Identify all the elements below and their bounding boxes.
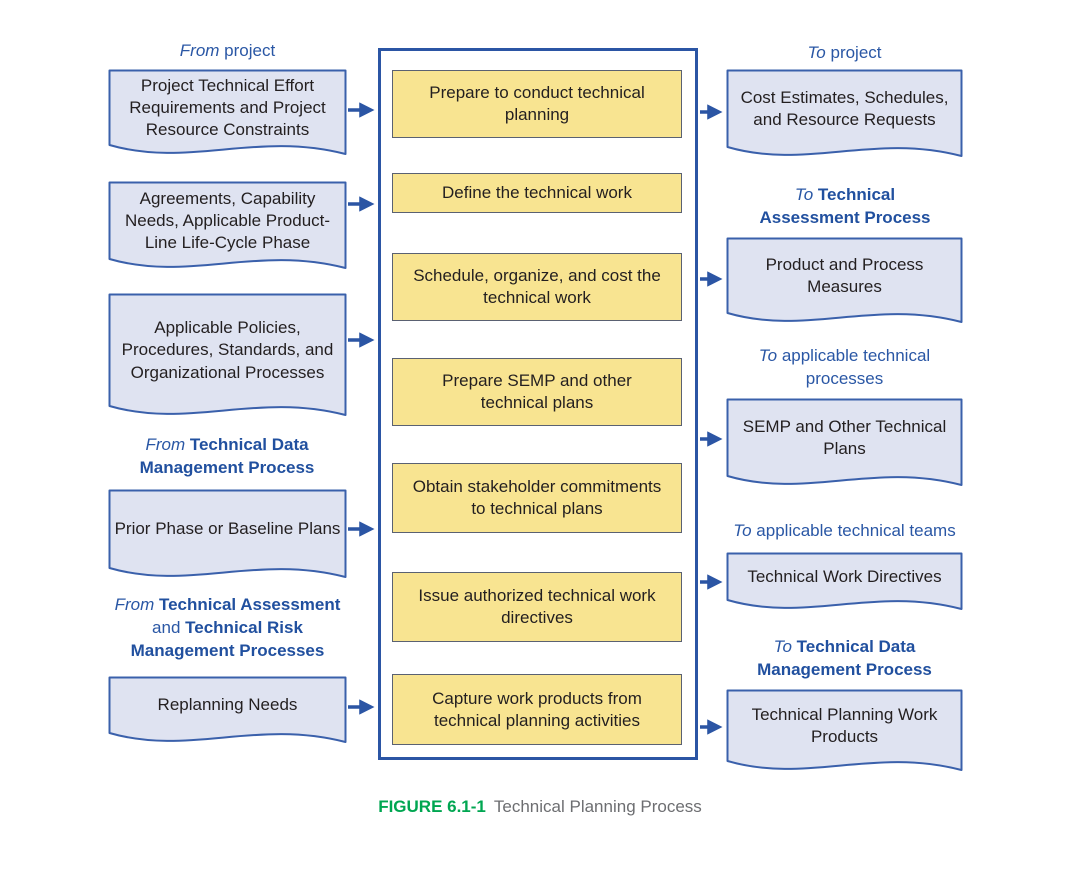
process-step-box: Issue authorized technical work directiv… <box>392 572 682 642</box>
process-step-box: Capture work products from technical pla… <box>392 674 682 745</box>
input-document-box: Applicable Policies, Procedures, Standar… <box>108 293 347 422</box>
source-label: From Technical Data Management Process <box>122 434 332 480</box>
output-arrows <box>700 104 723 735</box>
document-shape <box>108 181 347 269</box>
document-label: Prior Phase or Baseline Plans <box>114 519 341 539</box>
input-document-box: Prior Phase or Baseline Plans <box>108 489 347 584</box>
source-label: From project <box>108 40 347 63</box>
output-document-box: SEMP and Other Technical Plans <box>726 398 963 492</box>
label-segment: From <box>179 41 225 60</box>
label-segment: project <box>830 43 882 62</box>
document-label: Agreements, Capability Needs, Applicable… <box>124 188 331 253</box>
label-segment: To <box>758 346 782 365</box>
label-segment: and <box>152 617 186 637</box>
document-shape <box>108 489 347 578</box>
label-segment: project <box>224 41 276 60</box>
document-shape <box>726 552 963 610</box>
process-step-box: Prepare SEMP and other technical plans <box>392 358 682 426</box>
document-label: SEMP and Other Technical Plans <box>742 416 947 458</box>
label-segment: applicable technical processes <box>781 346 931 388</box>
document-shape <box>726 237 963 323</box>
destination-label: To Technical Assessment Process <box>750 184 940 230</box>
label-segment: Technical Assessment <box>158 595 341 614</box>
label-segment: Technical Assessment Process <box>759 185 931 227</box>
label-segment: To <box>807 43 831 62</box>
label-segment: From <box>114 595 159 614</box>
output-document-box: Product and Process Measures <box>726 237 963 329</box>
document-shape <box>726 689 963 771</box>
figure-caption-label: FIGURE 6.1-1 <box>378 797 486 816</box>
label-segment: Technical Data Management Process <box>757 637 932 679</box>
document-label: Replanning Needs <box>157 695 298 715</box>
output-document-box: Technical Planning Work Products <box>726 689 963 777</box>
document-label: Project Technical Effort Requirements an… <box>129 75 326 140</box>
destination-label: To applicable technical processes <box>726 345 963 391</box>
label-segment: applicable technical teams <box>756 521 956 540</box>
label-segment: Technical Risk Management Processes <box>130 617 325 660</box>
label-segment: To <box>794 185 818 204</box>
document-label: Cost Estimates, Schedules, and Resource … <box>740 87 949 129</box>
label-segment: To <box>733 521 757 540</box>
source-label: From Technical Assessment and Technical … <box>110 594 345 663</box>
process-step-box: Schedule, organize, and cost the technic… <box>392 253 682 321</box>
process-step-box: Obtain stakeholder commitments to techni… <box>392 463 682 533</box>
destination-label: To project <box>726 42 963 65</box>
input-arrows <box>348 102 375 715</box>
output-document-box: Cost Estimates, Schedules, and Resource … <box>726 69 963 163</box>
destination-label: To applicable technical teams <box>706 520 983 543</box>
output-document-box: Technical Work Directives <box>726 552 963 616</box>
input-document-box: Project Technical Effort Requirements an… <box>108 69 347 161</box>
document-shape <box>108 293 347 416</box>
document-label: Product and Process Measures <box>765 254 924 296</box>
destination-label: To Technical Data Management Process <box>726 636 963 682</box>
input-document-box: Agreements, Capability Needs, Applicable… <box>108 181 347 275</box>
process-step-box: Define the technical work <box>392 173 682 213</box>
input-document-box: Replanning Needs <box>108 676 347 749</box>
document-shape <box>726 69 963 157</box>
document-label: Applicable Policies, Procedures, Standar… <box>121 318 334 382</box>
figure-caption: FIGURE 6.1-1 Technical Planning Process <box>280 797 800 817</box>
document-label: Technical Work Directives <box>747 566 942 586</box>
document-shape <box>108 69 347 155</box>
label-segment: Technical Data Management Process <box>139 435 315 477</box>
label-segment: From <box>145 435 190 454</box>
document-label: Technical Planning Work Products <box>751 704 938 746</box>
process-step-box: Prepare to conduct technical planning <box>392 70 682 138</box>
document-shape <box>726 398 963 486</box>
document-shape <box>108 676 347 743</box>
figure-caption-title: Technical Planning Process <box>493 797 702 816</box>
label-segment: To <box>773 637 797 656</box>
